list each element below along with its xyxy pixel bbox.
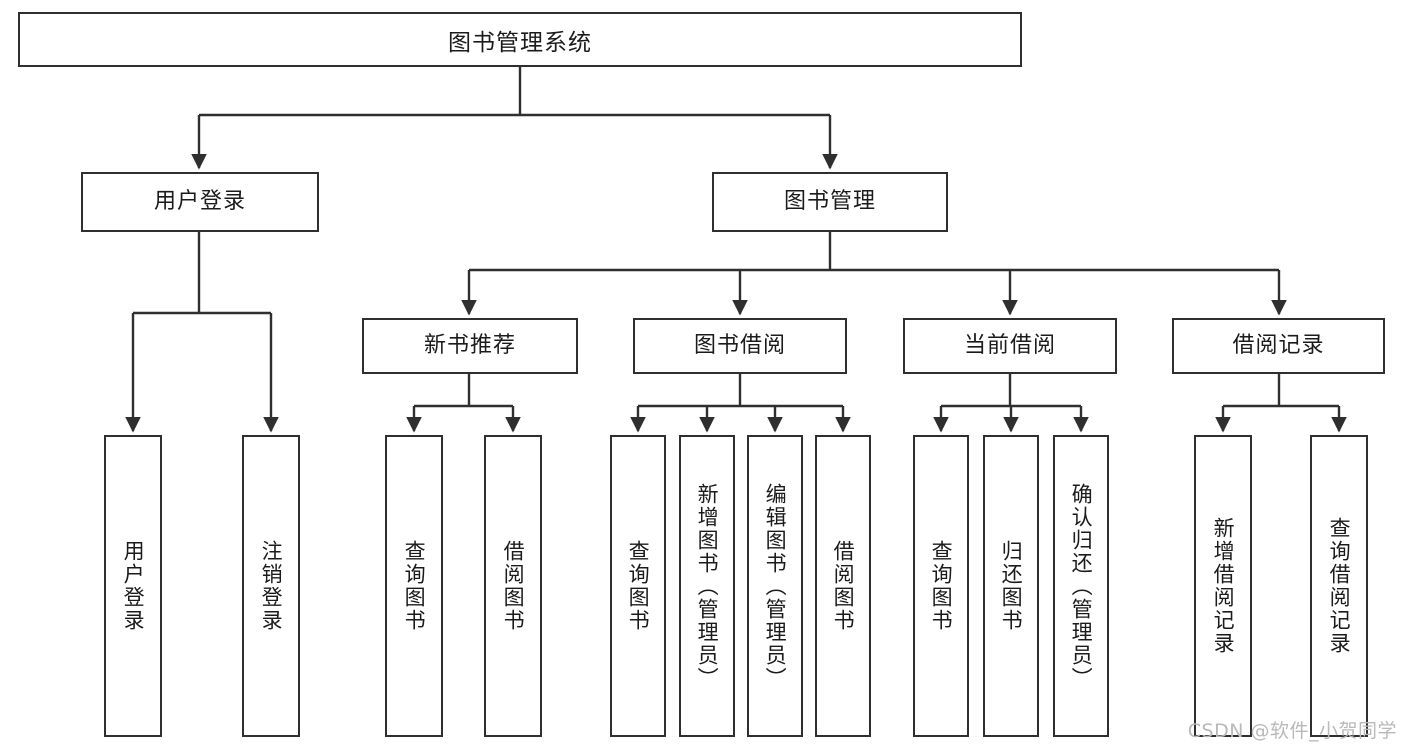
node-leaf-query-record-label: 查询借阅记录 xyxy=(1327,517,1352,655)
node-leaf-query-book-cb[interactable]: 查询图书 xyxy=(913,435,969,737)
node-leaf-user-login-label: 用户登录 xyxy=(121,540,146,632)
node-leaf-edit-book[interactable]: 编辑图书（管理员） xyxy=(747,435,803,737)
node-leaf-add-book[interactable]: 新增图书（管理员） xyxy=(679,435,735,737)
node-current-borrow[interactable]: 当前借阅 xyxy=(903,318,1117,374)
node-leaf-edit-book-label: 编辑图书（管理员） xyxy=(763,482,788,690)
node-leaf-query-book-cb-label: 查询图书 xyxy=(929,540,954,632)
node-leaf-query-record[interactable]: 查询借阅记录 xyxy=(1310,435,1368,737)
node-leaf-return-book-label: 归还图书 xyxy=(999,540,1024,632)
node-leaf-borrow-book-rec[interactable]: 借阅图书 xyxy=(484,435,542,737)
node-borrow-record[interactable]: 借阅记录 xyxy=(1172,318,1385,374)
node-new-book-rec-label: 新书推荐 xyxy=(423,332,516,358)
node-user-login[interactable]: 用户登录 xyxy=(81,172,319,232)
node-book-borrow[interactable]: 图书借阅 xyxy=(633,318,847,374)
node-leaf-query-book-bb-label: 查询图书 xyxy=(626,540,651,632)
node-leaf-borrow-book-bb[interactable]: 借阅图书 xyxy=(815,435,871,737)
node-leaf-borrow-book-bb-label: 借阅图书 xyxy=(831,540,856,632)
node-book-mgmt-label: 图书管理 xyxy=(783,188,876,214)
node-borrow-record-label: 借阅记录 xyxy=(1232,332,1325,358)
node-leaf-user-logout-label: 注销登录 xyxy=(259,540,284,632)
node-root[interactable]: 图书管理系统 xyxy=(18,12,1022,67)
node-current-borrow-label: 当前借阅 xyxy=(963,332,1056,358)
node-leaf-add-book-label: 新增图书（管理员） xyxy=(695,482,720,690)
node-new-book-rec[interactable]: 新书推荐 xyxy=(362,318,578,374)
node-book-mgmt[interactable]: 图书管理 xyxy=(712,172,948,232)
node-leaf-return-book[interactable]: 归还图书 xyxy=(983,435,1039,737)
node-leaf-query-book-bb[interactable]: 查询图书 xyxy=(610,435,666,737)
node-leaf-user-logout[interactable]: 注销登录 xyxy=(242,435,300,737)
watermark: CSDN @软件_小贺同学 xyxy=(1187,720,1397,742)
node-leaf-confirm-return-label: 确认归还（管理员） xyxy=(1069,482,1094,690)
node-leaf-add-record-label: 新增借阅记录 xyxy=(1211,517,1236,655)
node-book-borrow-label: 图书借阅 xyxy=(693,332,786,358)
node-leaf-query-book-rec[interactable]: 查询图书 xyxy=(385,435,443,737)
node-user-login-label: 用户登录 xyxy=(153,188,246,214)
node-leaf-query-book-rec-label: 查询图书 xyxy=(402,540,427,632)
node-root-label: 图书管理系统 xyxy=(448,29,592,56)
node-leaf-borrow-book-rec-label: 借阅图书 xyxy=(501,540,526,632)
node-leaf-confirm-return[interactable]: 确认归还（管理员） xyxy=(1053,435,1109,737)
node-leaf-add-record[interactable]: 新增借阅记录 xyxy=(1194,435,1252,737)
node-leaf-user-login[interactable]: 用户登录 xyxy=(104,435,162,737)
